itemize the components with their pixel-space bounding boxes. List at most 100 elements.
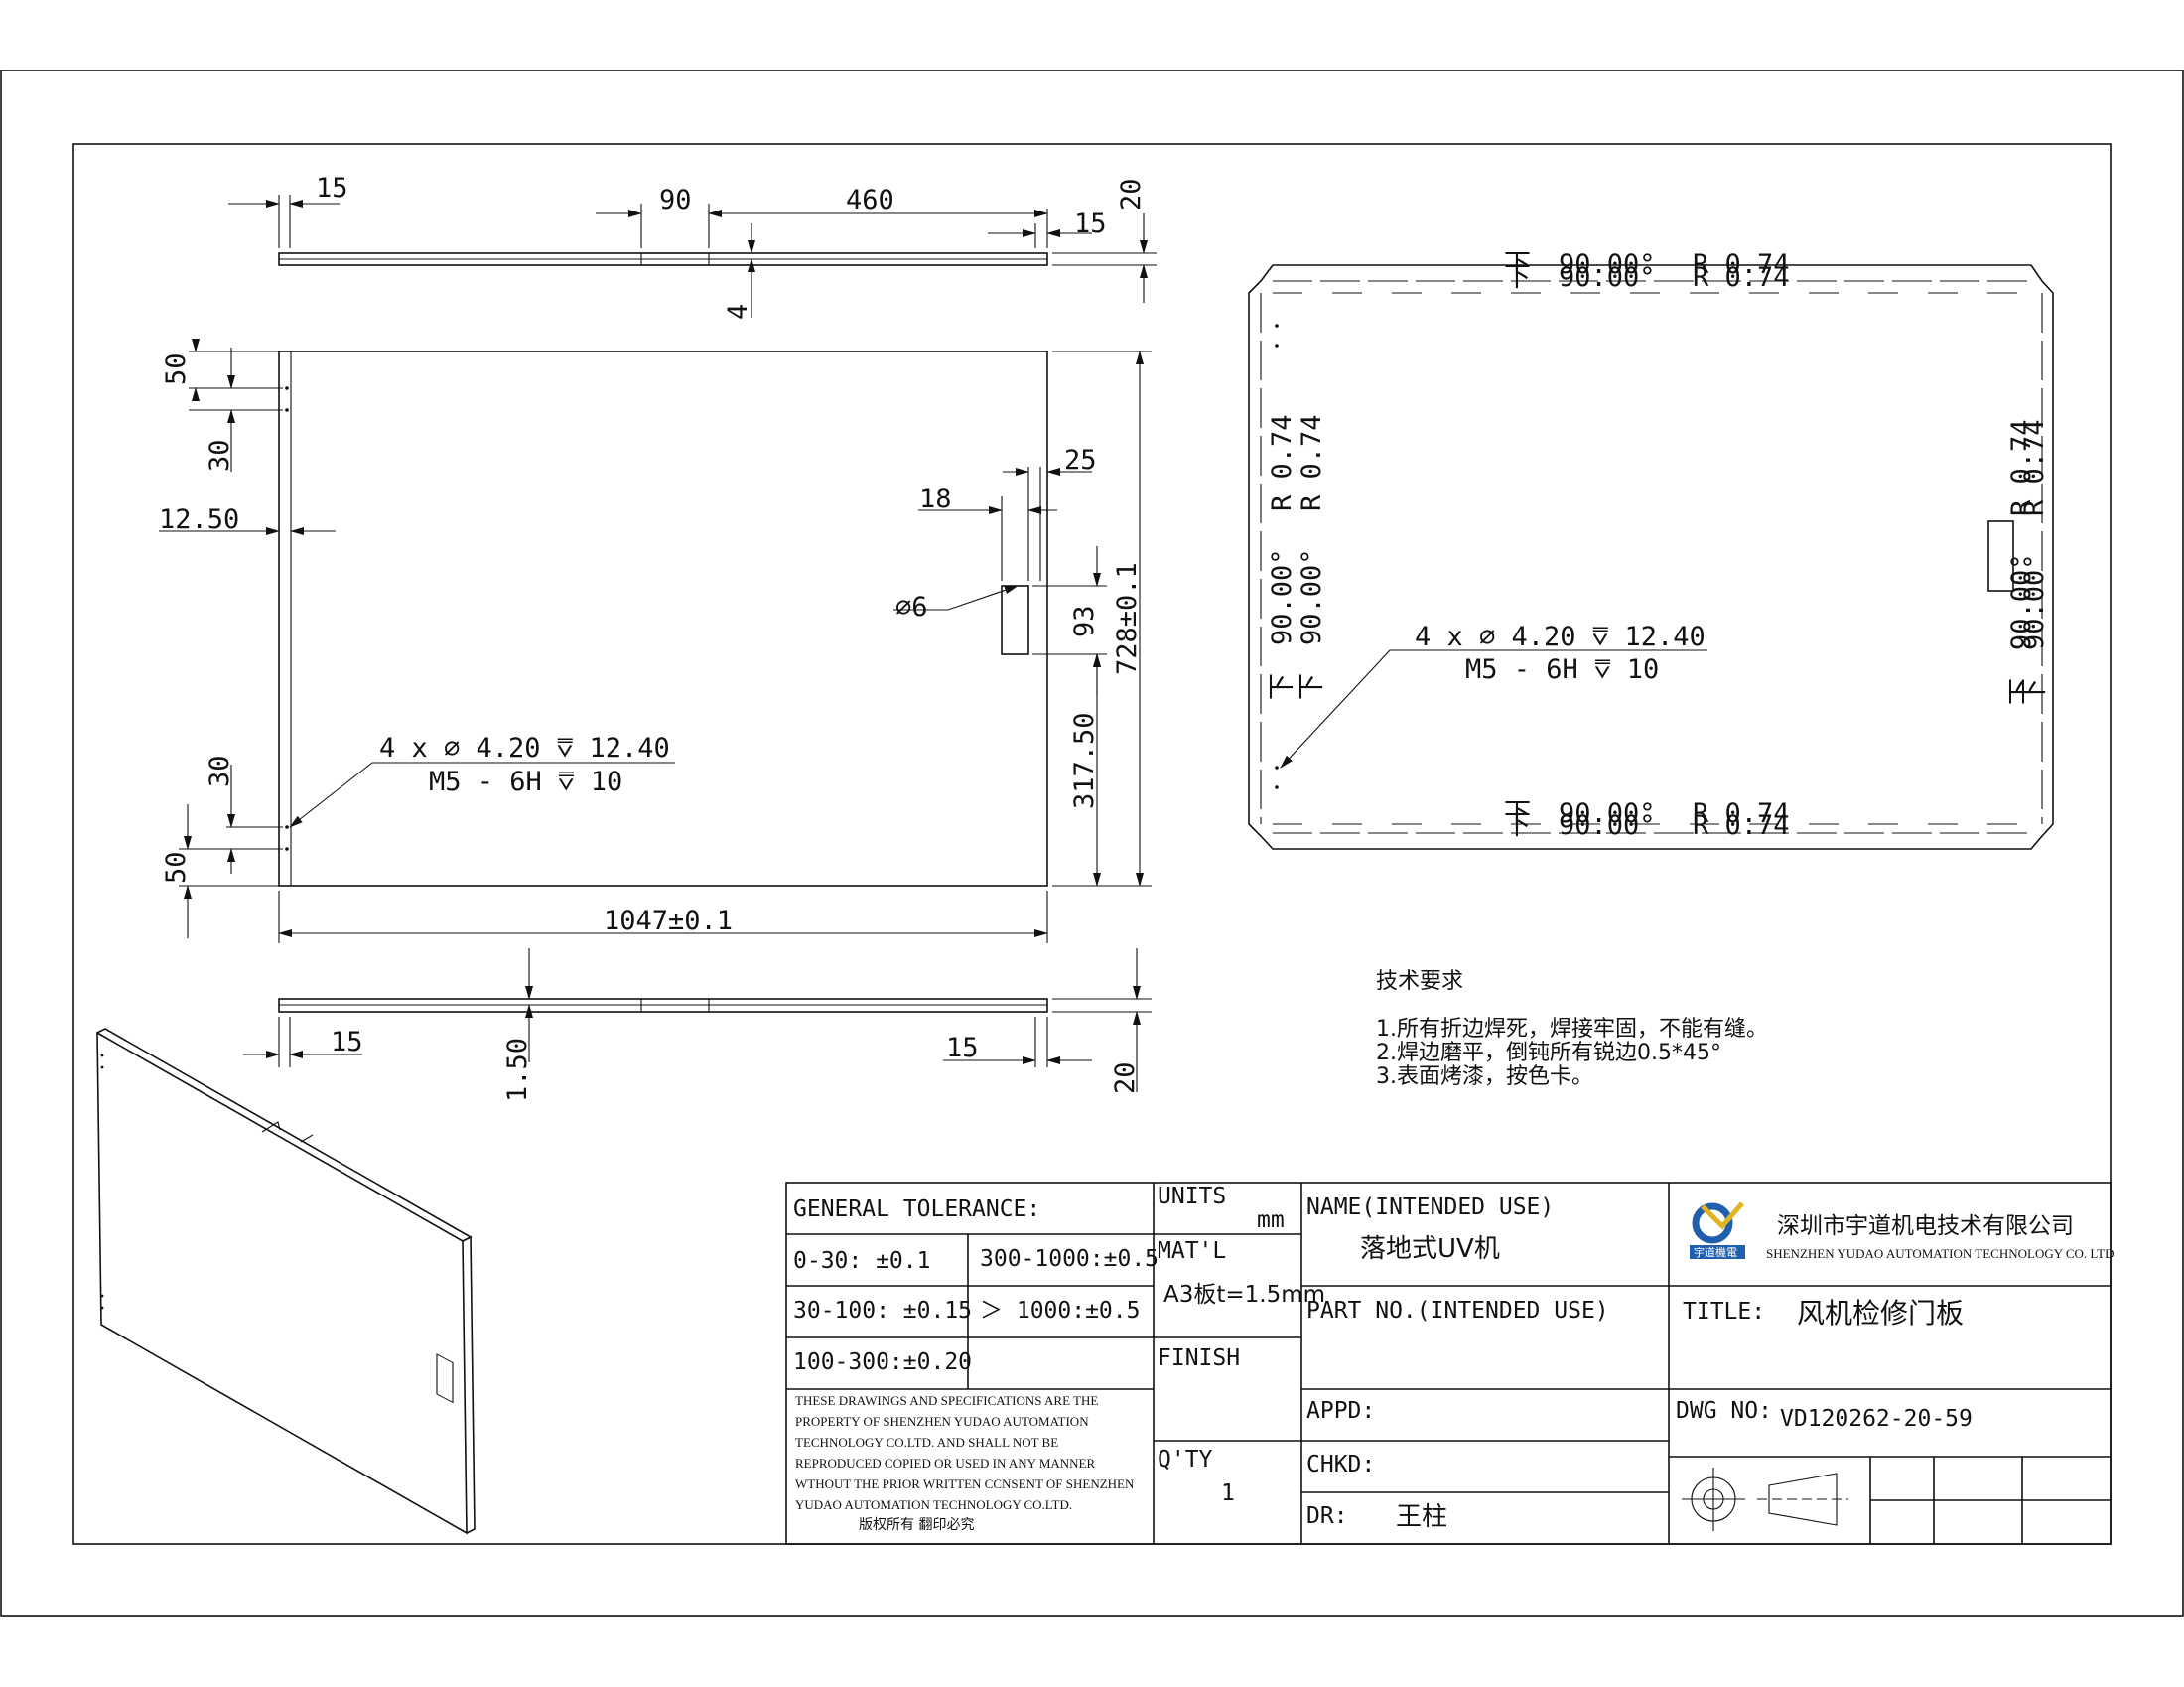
svg-text:落地式UV机: 落地式UV机 [1360,1234,1500,1264]
svg-text:1.所有折边焊死，焊接牢固，不能有缝。: 1.所有折边焊死，焊接牢固，不能有缝。 [1376,1017,1768,1042]
svg-text:R 0.74: R 0.74 [1267,414,1297,511]
hole-marker [1275,324,1279,328]
dim-bottom-20: 20 [1110,1061,1141,1094]
svg-text:3.表面烤漆，按色卡。: 3.表面烤漆，按色卡。 [1376,1064,1593,1089]
svg-text:300-1000:±0.5: 300-1000:±0.5 [980,1246,1159,1272]
svg-text:NAME(INTENDED USE): NAME(INTENDED USE) [1306,1195,1554,1220]
svg-text:DWG NO:: DWG NO: [1676,1398,1772,1424]
dim-hole-dia: ∅6 [895,592,928,623]
dim-left-30-bottom: 30 [205,755,235,787]
svg-text:90.00°: 90.00° [1559,249,1656,280]
technical-requirements: 技术要求 1.所有折边焊死，焊接牢固，不能有缝。 2.焊边磨平，倒钝所有锐边0.… [1376,969,1768,1089]
svg-text:90.00°: 90.00° [1267,548,1297,645]
hole-marker [285,825,289,829]
svg-text:WTHOUT THE PRIOR WRITTEN CCNSE: WTHOUT THE PRIOR WRITTEN CCNSENT OF SHEN… [795,1476,1135,1491]
svg-text:100-300:±0.20: 100-300:±0.20 [793,1349,972,1375]
hole-marker [285,408,289,412]
svg-text:风机检修门板: 风机检修门板 [1797,1297,1964,1330]
svg-text:PART NO.(INTENDED USE): PART NO.(INTENDED USE) [1306,1298,1609,1324]
flat-pattern-view: 下 90.00° R 0.74 下 90.00° R 0.74 下 90.00°… [1248,249,2054,850]
dim-top-right-15: 15 [1074,209,1107,239]
hole-callout-line2: M5 - 6H ⩢ 10 [429,767,622,797]
dim-top-left-15: 15 [316,173,348,204]
flat-hole-callout-line1: 4 x ∅ 4.20 ⩢ 12.40 [1415,622,1706,652]
dim-width-1047: 1047±0.1 [604,906,733,936]
svg-text:30-100: ±0.15: 30-100: ±0.15 [793,1298,972,1324]
dim-top-20: 20 [1116,178,1147,211]
svg-text:R 0.74: R 0.74 [2006,419,2037,516]
svg-text:版权所有 翻印必究: 版权所有 翻印必究 [859,1517,974,1533]
svg-text:90.00°: 90.00° [1559,262,1656,293]
svg-text:深圳市宇道机电技术有限公司: 深圳市宇道机电技术有限公司 [1777,1213,2074,1239]
flat-slot-opening [1987,520,2014,592]
company-logo: 宇道機電 [1690,1201,1745,1259]
dim-top-4: 4 [723,304,753,320]
dim-top-460: 460 [846,185,894,215]
isometric-view [96,1028,476,1535]
iso-slot [436,1353,454,1404]
dim-right-18: 18 [919,484,952,514]
dim-317-50: 317.50 [1069,712,1100,809]
svg-text:下: 下 [1504,249,1531,280]
svg-text:下: 下 [1267,673,1297,700]
svg-text:VD120262-20-59: VD120262-20-59 [1780,1406,1973,1432]
title-block: GENERAL TOLERANCE: 0-30: ±0.1 300-1000:±… [785,1182,2115,1545]
bottom-edge-view: 1.50 15 15 20 [243,948,1152,1102]
dim-bottom-left-15: 15 [331,1027,363,1057]
hole-marker [285,386,289,390]
svg-text:2.焊边磨平，倒钝所有锐边0.5*45°: 2.焊边磨平，倒钝所有锐边0.5*45° [1376,1041,1721,1065]
hole-marker [1275,766,1279,770]
svg-text:1: 1 [1221,1480,1235,1506]
inner-border [72,143,2112,1545]
dim-height-728: 728±0.1 [1112,562,1143,675]
svg-text:TITLE:: TITLE: [1683,1299,1765,1325]
dim-bottom-1-50: 1.50 [502,1038,533,1102]
svg-text:R 0.74: R 0.74 [1693,249,1790,280]
svg-text:APPD:: APPD: [1306,1398,1375,1424]
hole-marker [1275,785,1279,789]
svg-text:王柱: 王柱 [1396,1502,1447,1532]
svg-text:技术要求: 技术要求 [1376,969,1463,994]
dim-left-50-bottom: 50 [161,851,192,884]
svg-text:下: 下 [2006,678,2037,705]
svg-text:R 0.74: R 0.74 [1297,414,1327,511]
dim-left-50-top: 50 [161,352,192,385]
svg-text:下: 下 [2019,678,2050,705]
svg-text:UNITS: UNITS [1158,1184,1226,1209]
svg-text:CHKD:: CHKD: [1306,1452,1375,1477]
svg-text:YUDAO AUTOMATION TECHNOLOGY CO: YUDAO AUTOMATION TECHNOLOGY CO.LTD. [795,1497,1072,1512]
dim-right-25: 25 [1064,445,1097,476]
svg-text:R 0.74: R 0.74 [1693,798,1790,829]
slot-opening [1001,585,1029,655]
dim-left-30-top: 30 [205,439,235,472]
general-tolerance-label: GENERAL TOLERANCE: [793,1196,1040,1222]
svg-text:R 0.74: R 0.74 [2019,419,2050,516]
svg-text:下: 下 [1504,810,1531,841]
svg-text:90.00°: 90.00° [1559,810,1656,841]
svg-text:DR:: DR: [1306,1503,1348,1529]
dim-bottom-right-15: 15 [946,1033,979,1063]
svg-text:FINISH: FINISH [1158,1345,1240,1371]
svg-text:0-30: ±0.1: 0-30: ±0.1 [793,1248,930,1274]
svg-text:SHENZHEN YUDAO AUTOMATION TECH: SHENZHEN YUDAO AUTOMATION TECHNOLOGY CO.… [1766,1246,2115,1261]
svg-text:下: 下 [1297,673,1327,700]
svg-text:TECHNOLOGY CO.LTD. AND SHALL: TECHNOLOGY CO.LTD. AND SHALL NOT BE [795,1435,1058,1450]
svg-text:宇道機電: 宇道機電 [1694,1245,1737,1259]
dim-left-12-50: 12.50 [159,504,239,535]
dim-top-90: 90 [659,185,692,215]
svg-text:REPRODUCED COPIED OR USED IN A: REPRODUCED COPIED OR USED IN ANY MANNER [795,1456,1095,1471]
svg-text:mm: mm [1257,1207,1285,1233]
svg-text:下: 下 [1504,262,1531,293]
svg-text:Q'TY: Q'TY [1158,1447,1213,1473]
top-edge-view: 15 90 460 15 20 4 [228,173,1157,320]
projection-symbol [1682,1468,1848,1531]
svg-text:90.00°: 90.00° [2019,553,2050,650]
svg-text:90.00°: 90.00° [1559,798,1656,829]
svg-text:A3板t=1.5mm: A3板t=1.5mm [1163,1282,1325,1308]
svg-text:90.00°: 90.00° [1297,548,1327,645]
svg-text:MAT'L: MAT'L [1158,1238,1226,1264]
svg-text:R 0.74: R 0.74 [1693,262,1790,293]
front-view: 50 30 12.50 25 18 ∅6 93 317.50 [159,339,1152,943]
svg-text:＞ 1000:±0.5: ＞ 1000:±0.5 [980,1298,1140,1324]
dim-slot-93: 93 [1069,605,1100,637]
